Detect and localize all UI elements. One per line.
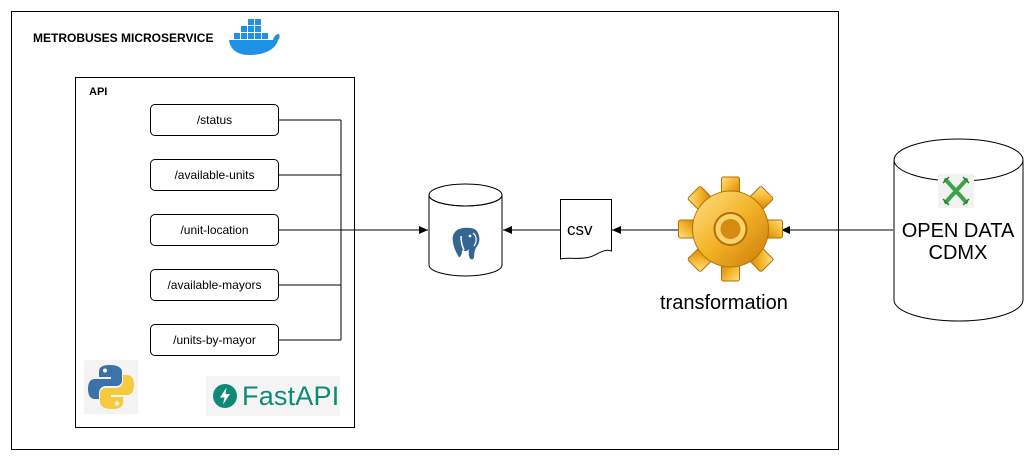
transformation-label: transformation (660, 292, 788, 314)
endpoint-status: /status (150, 104, 279, 136)
api-title: API (89, 86, 108, 98)
open-data-source (893, 138, 1024, 322)
endpoint-unit-location: /unit-location (150, 214, 279, 246)
csv-label: csv (567, 220, 593, 239)
fastapi-logo-icon (212, 383, 238, 409)
open-data-label: OPEN DATA CDMX (888, 220, 1028, 264)
open-data-line2: CDMX (928, 242, 988, 264)
postgresql-elephant-icon (446, 224, 486, 264)
endpoint-available-mayors: /available-mayors (150, 269, 279, 301)
fastapi-logo: FastAPI (206, 376, 340, 416)
csv-document-icon (560, 199, 612, 262)
endpoint-available-units: /available-units (150, 159, 279, 191)
cdmx-logo-icon (938, 174, 974, 208)
microservice-title: METROBUSES MICROSERVICE (33, 31, 214, 45)
python-logo-icon (84, 360, 138, 414)
endpoint-units-by-mayor: /units-by-mayor (150, 324, 279, 356)
docker-whale-icon (227, 14, 283, 58)
fastapi-label: FastAPI (242, 380, 340, 411)
gear-icon (677, 175, 784, 283)
open-data-line1: OPEN DATA (901, 220, 1015, 242)
